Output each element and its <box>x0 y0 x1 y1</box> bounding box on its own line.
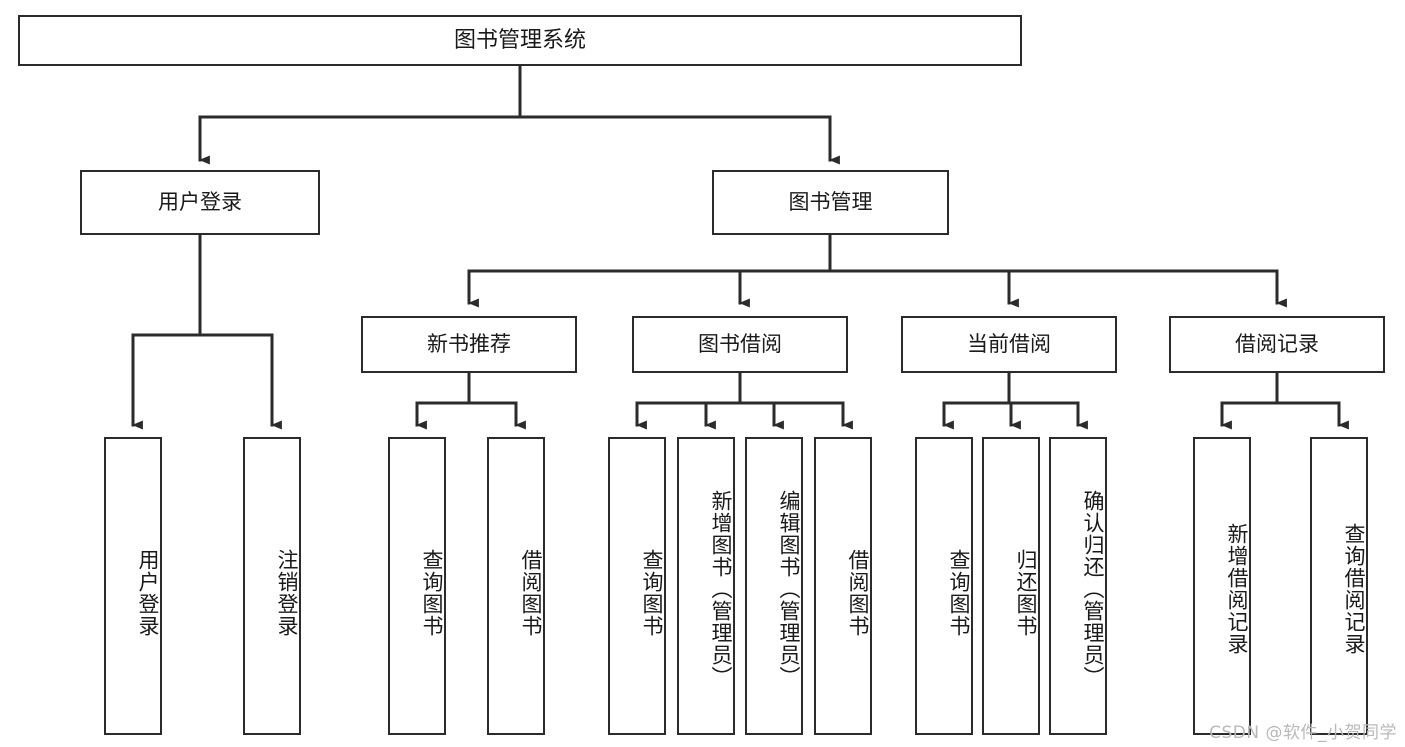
leaf-return-book-label: 归还图书 <box>1014 549 1038 637</box>
node-book-management-label: 图书管理 <box>788 190 873 215</box>
node-current-borrow-label: 当前借阅 <box>967 332 1051 357</box>
leaf-borrow-book-1-label: 借阅图书 <box>519 549 543 637</box>
leaf-borrow-book-2-label: 借阅图书 <box>846 549 870 637</box>
leaf-borrow-book-2[interactable]: 借阅图书 <box>814 437 872 735</box>
leaf-query-book-1-label: 查询图书 <box>420 549 444 637</box>
node-book-borrow-label: 图书借阅 <box>698 332 782 357</box>
node-new-book-recommend[interactable]: 新书推荐 <box>361 316 577 373</box>
node-book-borrow[interactable]: 图书借阅 <box>632 316 848 373</box>
leaf-return-book[interactable]: 归还图书 <box>982 437 1040 735</box>
leaf-borrow-book-1[interactable]: 借阅图书 <box>487 437 545 735</box>
watermark: CSDN @软件_小贺同学 <box>1209 723 1397 743</box>
node-root[interactable]: 图书管理系统 <box>18 15 1022 66</box>
leaf-query-book-2-label: 查询图书 <box>640 549 664 637</box>
leaf-user-login-label: 用户登录 <box>136 549 160 637</box>
node-borrow-record[interactable]: 借阅记录 <box>1169 316 1385 373</box>
leaf-query-book-3[interactable]: 查询图书 <box>915 437 973 735</box>
leaf-query-book-3-label: 查询图书 <box>947 549 971 637</box>
node-new-book-recommend-label: 新书推荐 <box>427 332 511 357</box>
leaf-edit-book-admin-label: 编辑图书（管理员） <box>777 490 801 688</box>
node-borrow-record-label: 借阅记录 <box>1235 332 1319 357</box>
leaf-edit-book-admin[interactable]: 编辑图书（管理员） <box>745 437 803 735</box>
leaf-confirm-return-admin[interactable]: 确认归还（管理员） <box>1049 437 1107 735</box>
node-book-management[interactable]: 图书管理 <box>712 170 949 235</box>
leaf-user-login[interactable]: 用户登录 <box>104 437 162 735</box>
leaf-add-book-admin-label: 新增图书（管理员） <box>709 490 733 688</box>
leaf-add-borrow-record-label: 新增借阅记录 <box>1225 523 1249 655</box>
leaf-logout-login[interactable]: 注销登录 <box>243 437 301 735</box>
node-current-borrow[interactable]: 当前借阅 <box>901 316 1117 373</box>
leaf-logout-login-label: 注销登录 <box>275 549 299 637</box>
leaf-query-book-2[interactable]: 查询图书 <box>608 437 666 735</box>
leaf-add-borrow-record[interactable]: 新增借阅记录 <box>1193 437 1251 735</box>
node-user-login-label: 用户登录 <box>158 190 242 215</box>
leaf-confirm-return-admin-label: 确认归还（管理员） <box>1081 490 1105 688</box>
leaf-query-book-1[interactable]: 查询图书 <box>388 437 446 735</box>
leaf-query-borrow-record[interactable]: 查询借阅记录 <box>1310 437 1368 735</box>
node-user-login[interactable]: 用户登录 <box>80 170 320 235</box>
leaf-query-borrow-record-label: 查询借阅记录 <box>1342 523 1366 655</box>
leaf-add-book-admin[interactable]: 新增图书（管理员） <box>677 437 735 735</box>
node-root-label: 图书管理系统 <box>453 27 586 53</box>
